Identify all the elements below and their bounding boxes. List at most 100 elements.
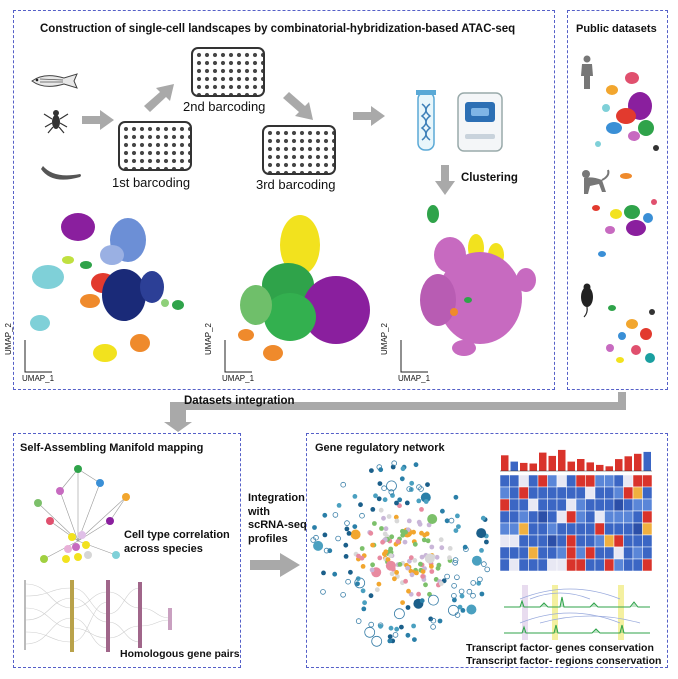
network-node [403,529,408,535]
heatmap-cell [537,522,548,536]
network-node [388,553,394,559]
heatmap-cell [566,510,577,524]
network-node [370,562,375,568]
public-datasets-panel [567,10,668,390]
sequencer-icon [457,92,503,152]
network-node [420,574,426,579]
network-node [409,572,415,578]
label-clustering: Clustering [461,172,518,184]
umap-monkey [592,173,657,257]
heatmap-cell [537,486,548,500]
network-node [355,581,360,587]
heatmap-cell [566,474,577,488]
heatmap-cell [547,534,558,548]
heatmap-cell [499,474,510,488]
network-node [394,500,399,506]
heatmap-cell [566,486,577,500]
network-node [430,624,436,630]
network-node [459,593,465,599]
heatmap-bar [615,459,623,471]
network-node [335,535,341,542]
heatmap-cell [509,474,520,488]
network-node [399,624,404,630]
network-node [394,608,405,620]
network-node [377,481,383,486]
heatmap-bar [643,451,651,471]
heatmap-cell [499,534,510,548]
network-node [484,566,491,573]
network-node [425,482,430,487]
umap-axes-1 [24,340,52,373]
network-node [388,489,395,495]
heatmap-cell [509,534,520,548]
correlation-network [34,465,130,563]
network-node [447,546,453,551]
network-node [470,592,476,599]
heatmap-cell [585,510,596,524]
network-node [479,591,485,597]
chromatin-tracks [504,585,650,640]
network-node [456,524,461,529]
gene-regulatory-network-panel [306,433,668,668]
heatmap-cell [613,498,624,512]
heatmap-cell [537,510,548,524]
network-node [479,548,484,553]
heatmap-cell [585,522,596,536]
network-node [420,569,426,574]
network-node [371,635,383,647]
heatmap-cell [575,486,586,500]
umap-plot-2 [238,215,370,361]
network-node [454,574,460,581]
network-node [414,570,419,576]
network-node [438,581,444,586]
network-node [430,617,437,624]
heatmap-cell [499,510,510,524]
network-node [416,498,422,504]
heatmap-cell [585,558,596,572]
network-node [400,600,405,605]
heatmap-bar [529,463,537,471]
network-node [458,588,465,595]
heatmap-cell [632,534,643,548]
network-node [385,557,391,562]
network-node [444,573,450,580]
network-node [453,528,459,533]
network-node [336,503,342,508]
network-node [378,507,384,513]
network-node [373,493,378,499]
heatmap-cell [623,546,634,560]
heatmap-cell [509,546,520,560]
heatmap-cell [499,522,510,536]
heatmap-cell [632,558,643,572]
network-node [406,518,412,524]
network-node [403,578,408,584]
network-node [406,486,412,492]
panel-title-sam: Self-Assembling Manifold mapping [20,442,204,454]
network-node [452,557,459,563]
heatmap-cell [623,498,634,512]
arrow-down-icon [435,165,455,195]
network-node [412,637,417,642]
heatmap-cell [613,534,624,548]
network-node [352,524,358,529]
network-node [344,526,350,532]
heatmap-cell [509,558,520,572]
network-node [392,576,397,582]
network-node [397,562,403,567]
network-node [419,507,424,512]
network-node [332,512,339,518]
heatmap-cell [547,498,558,512]
heatmap-cell [642,546,653,560]
network-node [348,569,353,575]
heatmap-bar [520,462,528,471]
network-node [434,554,440,560]
heatmap-cell [594,522,605,536]
network-node [419,530,424,536]
network-node [386,514,392,519]
network-node [356,553,361,559]
network-node [457,604,463,610]
heatmap-cell [528,534,539,548]
umap-axes-3 [400,340,428,373]
heatmap-cell [518,510,529,524]
network-node [466,588,473,595]
